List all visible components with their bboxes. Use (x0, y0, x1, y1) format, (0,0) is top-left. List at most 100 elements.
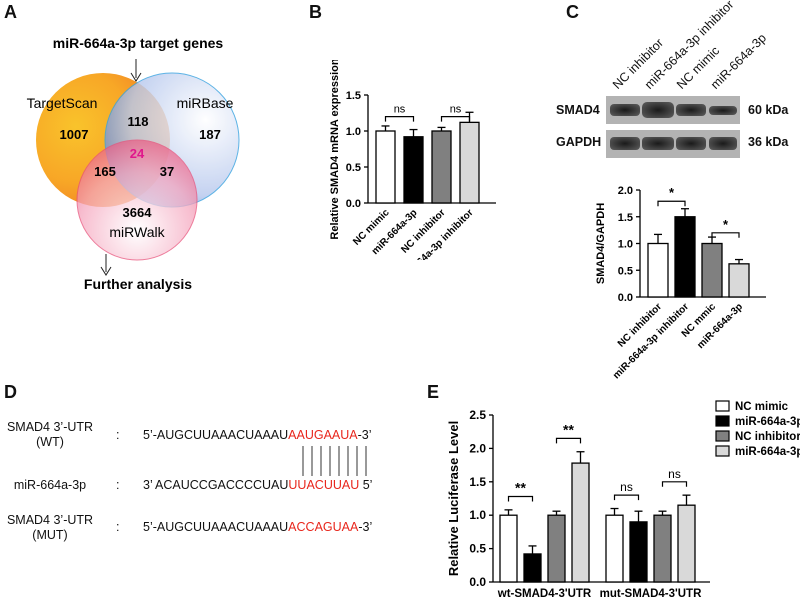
venn-label-mirbase: miRBase (177, 95, 234, 111)
significance-label: ** (515, 479, 526, 495)
bar (523, 553, 542, 583)
venn-count-ts-mw: 165 (94, 164, 116, 179)
mir-sequence: 3’ ACAUCCGACCCCUAUUUACUUAU 5’ (143, 478, 372, 492)
significance-bracket (555, 437, 582, 444)
significance-label: ns (620, 480, 633, 494)
y-tick-label: 0.0 (618, 292, 633, 304)
wt-label-line2: (WT) (36, 435, 64, 449)
wt-label: SMAD4 3’-UTR (WT) (0, 420, 100, 450)
venn-diagram: miR-664a-3p target genes TargetScan miRB… (27, 35, 240, 292)
y-tick-label: 0.5 (618, 265, 633, 277)
significance-label: * (669, 185, 675, 200)
bar (459, 121, 480, 204)
venn-arrowhead-top (130, 72, 142, 82)
bar (375, 130, 396, 204)
venn-count-mw-only: 3664 (123, 205, 153, 220)
significance-label: ns (394, 104, 406, 116)
bar (403, 136, 424, 204)
bar (677, 504, 696, 583)
wt-label-line1: SMAD4 3’-UTR (6, 420, 94, 434)
venn-count-mb-mw: 37 (160, 164, 174, 179)
colon: : (116, 478, 120, 492)
y-tick-label: 1.5 (346, 90, 361, 102)
wt-sequence: 5’-AUGCUUAAACUAAAUAAUGAAUA-3’ (143, 428, 372, 442)
mut-label: SMAD4 3’-UTR (MUT) (0, 513, 100, 543)
y-tick-label: 0.5 (469, 542, 486, 556)
significance-bracket (384, 116, 415, 122)
y-tick-label: 0.0 (346, 198, 361, 210)
mut-label-line2: (MUT) (32, 528, 68, 542)
y-axis-label: Relative Luciferase Level (446, 421, 461, 576)
venn-count-mb-only: 187 (199, 127, 221, 142)
bar (647, 242, 669, 298)
mut-label-line1: SMAD4 3’-UTR (6, 513, 94, 527)
mut-suffix: -3’ (358, 520, 373, 534)
blot-image (606, 96, 740, 158)
venn-arrowhead-bottom (100, 266, 112, 276)
venn-label-mirwalk: miRWalk (109, 224, 165, 240)
bar (605, 514, 624, 583)
chart-e-luciferase: 0.00.51.01.52.02.5wt-SMAD4-3'UTR****mut-… (446, 400, 800, 599)
significance-bracket (711, 232, 740, 238)
legend-swatch (715, 400, 730, 412)
x-group-label: mut-SMAD4-3'UTR (600, 588, 702, 599)
mir-suffix: 5’ (359, 478, 373, 492)
blot-kda-gapdh: 36 kDa (748, 135, 789, 149)
venn-count-ts-mb: 118 (128, 114, 149, 129)
y-tick-label: 2.0 (469, 441, 486, 455)
legend-swatch (715, 430, 730, 442)
mut-site: ACCAGUAA (288, 520, 359, 534)
y-tick-label: 0.5 (346, 162, 361, 174)
y-tick-label: 1.0 (346, 126, 361, 138)
y-tick-label: 1.0 (469, 508, 486, 522)
bar (431, 130, 452, 204)
significance-label: * (723, 217, 729, 232)
venn-circle-mirwalk (76, 139, 198, 261)
y-tick-label: 2.0 (618, 185, 633, 197)
bar (571, 462, 590, 583)
bar (653, 514, 672, 583)
blot-band (676, 137, 706, 150)
blot-row-label-smad4: SMAD4 (556, 103, 600, 117)
mir-prefix: 3’ ACAUCCGACCCCUAU (143, 478, 289, 492)
panel-letter-a: A (4, 2, 17, 22)
blot-band (642, 102, 674, 118)
significance-bracket (661, 481, 688, 487)
y-tick-label: 1.5 (469, 475, 486, 489)
venn-label-targetscan: TargetScan (27, 95, 98, 111)
panel-letter-d: D (4, 382, 17, 402)
significance-label: ** (563, 421, 574, 437)
pairing-lines (302, 446, 367, 476)
legend-swatch (715, 445, 730, 457)
significance-bracket (657, 200, 686, 207)
y-tick-label: 2.5 (469, 408, 486, 422)
wt-binding-site: AAUGAAUA (288, 428, 358, 442)
y-tick-label: 1.0 (618, 239, 633, 251)
mut-sequence: 5’-AUGCUUAAACUAAAUACCAGUAA-3’ (143, 520, 372, 534)
legend-label: NC mimic (735, 401, 789, 413)
panel-letter-b: B (309, 2, 322, 22)
colon: : (116, 428, 120, 442)
legend-label: miR-664a-3p (735, 416, 800, 428)
blot-band (709, 106, 737, 115)
blot-row-label-gapdh: GAPDH (556, 135, 602, 149)
blot-band (642, 137, 674, 150)
colon: : (116, 520, 120, 534)
wt-suffix: -3’ (357, 428, 372, 442)
blot-band (709, 137, 737, 150)
bar (547, 514, 566, 583)
blot-lane-label: miR-664a-3p (708, 30, 769, 92)
panel-letter-e: E (427, 382, 440, 402)
bar (499, 514, 518, 583)
blot-band (610, 137, 640, 150)
blot-band (610, 104, 640, 116)
blot-kda-smad4: 60 kDa (748, 103, 789, 117)
legend-label: NC inhibitor (735, 431, 800, 443)
venn-footer: Further analysis (84, 276, 192, 292)
panel-letter-c: C (566, 2, 579, 22)
bar (629, 521, 648, 583)
bar (701, 242, 723, 298)
legend-swatch (715, 415, 730, 427)
